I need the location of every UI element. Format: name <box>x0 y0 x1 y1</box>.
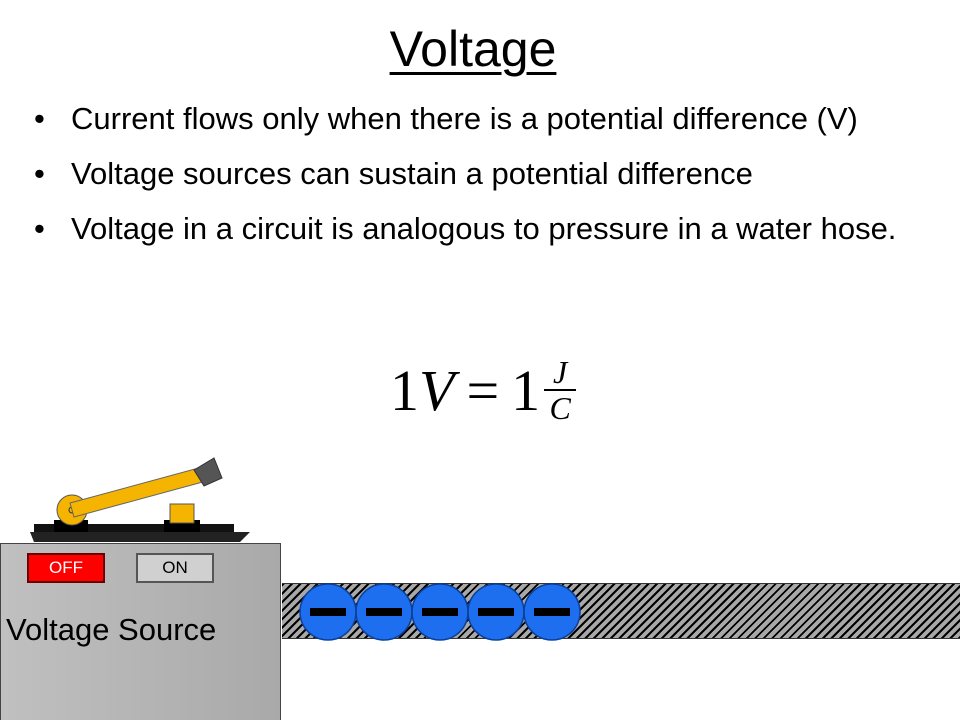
formula-lhs-number: 1 <box>390 357 419 423</box>
voltage-formula: 1 V = 1 J C <box>390 350 577 430</box>
formula-fraction: J C <box>544 354 577 426</box>
bullet-text: Current flows only when there is a poten… <box>71 101 858 136</box>
switch-base-top <box>34 524 234 532</box>
formula-lhs-unit: V <box>419 357 455 423</box>
bullet-item: • Voltage sources can sustain a potential… <box>34 153 934 195</box>
bullet-dot-icon: • <box>34 156 45 191</box>
switch-base-icon <box>30 532 250 542</box>
bullet-dot-icon: • <box>34 101 45 136</box>
bullet-text: Voltage in a circuit is analogous to pre… <box>71 211 897 246</box>
electron-row <box>299 583 581 641</box>
formula-numerator: J <box>553 354 568 390</box>
formula-equals: = <box>466 357 500 423</box>
contact-clip-icon <box>169 503 195 524</box>
bullet-list: • Current flows only when there is a pote… <box>34 98 934 263</box>
electron-icon <box>467 583 525 641</box>
on-button[interactable]: ON <box>136 553 214 583</box>
switch-grip-icon[interactable] <box>193 457 223 487</box>
electron-icon <box>411 583 469 641</box>
fraction-bar <box>544 389 577 391</box>
bullet-item: • Current flows only when there is a pote… <box>34 98 934 140</box>
bullet-item: • Voltage in a circuit is analogous to pr… <box>34 208 934 250</box>
formula-denominator: C <box>549 390 571 426</box>
slide-title: Voltage <box>389 21 557 77</box>
voltage-source-label: Voltage Source <box>6 612 217 647</box>
bullet-dot-icon: • <box>34 211 45 246</box>
knife-switch[interactable] <box>0 440 260 545</box>
off-button[interactable]: OFF <box>27 553 105 583</box>
electron-icon <box>355 583 413 641</box>
electron-icon <box>299 583 357 641</box>
electron-icon <box>523 583 581 641</box>
bullet-text: Voltage sources can sustain a potential … <box>71 156 753 191</box>
formula-rhs-number: 1 <box>511 357 541 423</box>
